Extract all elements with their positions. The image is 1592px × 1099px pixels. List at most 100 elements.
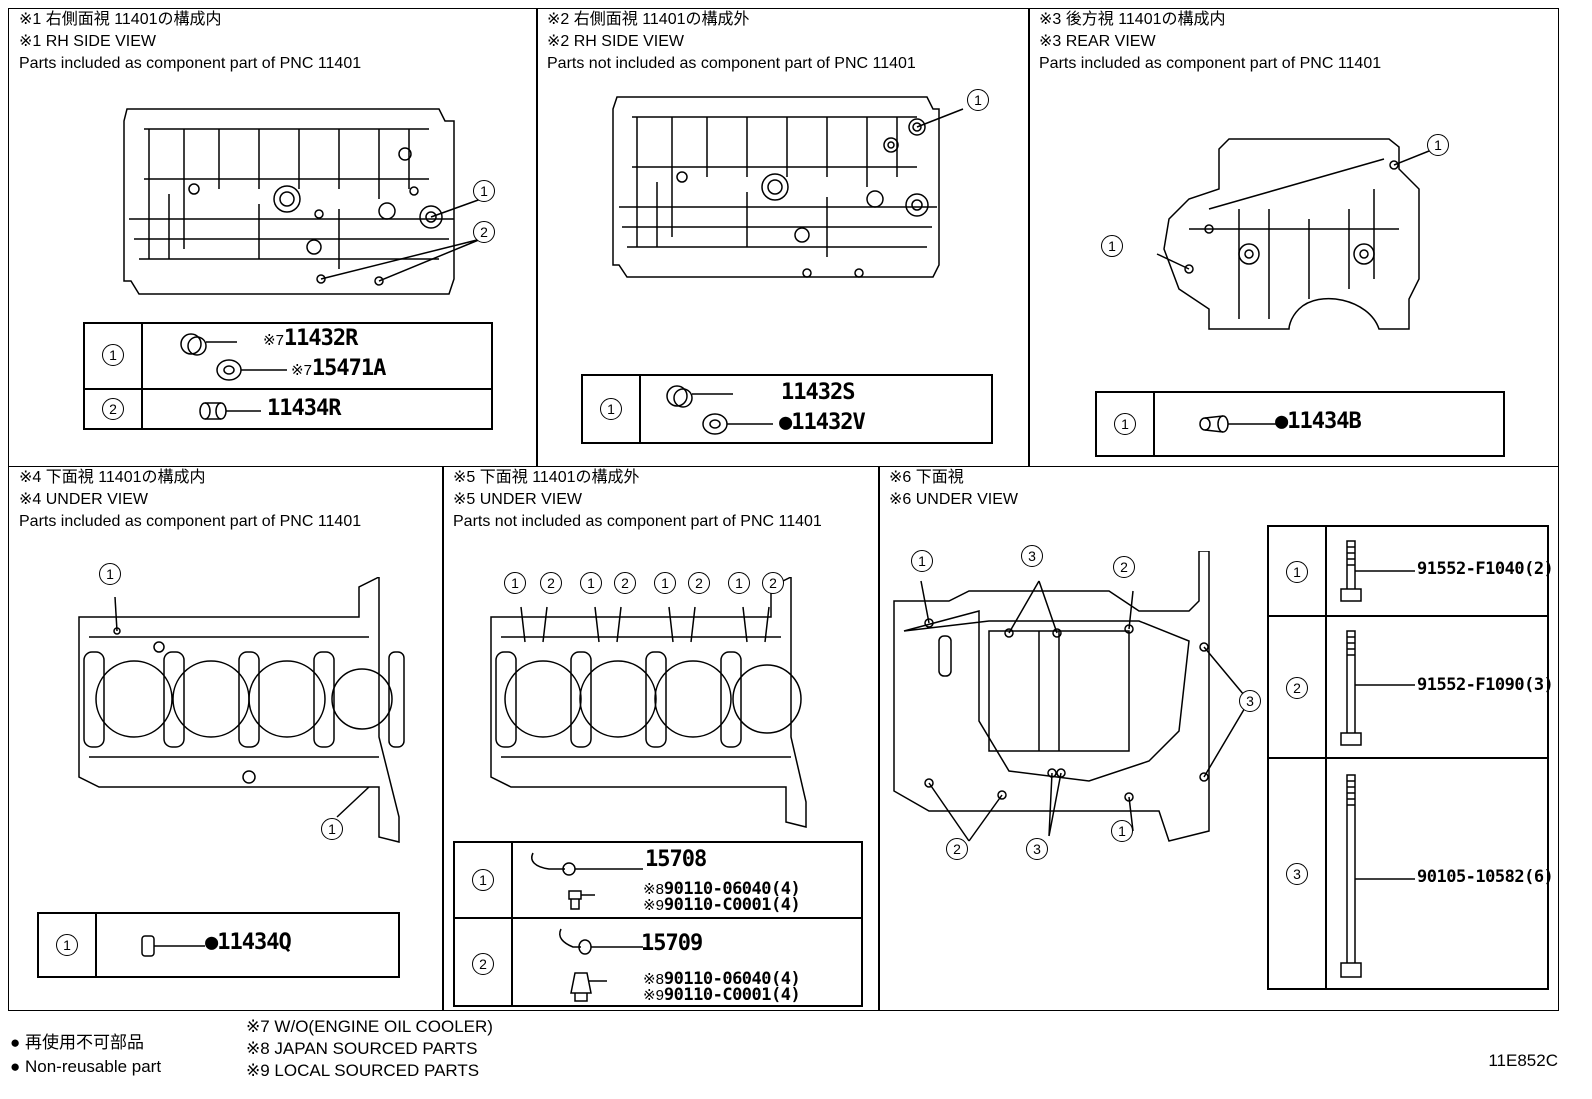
- part-number: 91552-F1090(3): [1417, 675, 1554, 695]
- row-callout-1: 1: [600, 398, 622, 420]
- row-callout-3: 3: [1286, 863, 1308, 885]
- table-row: 1 91552-F1040(2): [1269, 527, 1554, 615]
- header-en: ※5 UNDER VIEW: [453, 491, 582, 508]
- notes: ※7 W/O(ENGINE OIL COOLER) ※8 JAPAN SOURC…: [246, 1016, 493, 1082]
- row-callout-2: 2: [472, 953, 494, 975]
- panel-header: ※6 下面視 ※6 UNDER VIEW: [889, 467, 1018, 511]
- note-7: ※7 W/O(ENGINE OIL COOLER): [246, 1017, 493, 1036]
- header-jp: ※6 下面視: [889, 469, 964, 486]
- table-row: 1 11432S ●11432V: [583, 376, 991, 442]
- callout-1: 1: [1101, 235, 1123, 257]
- callout-2: 2: [1113, 556, 1135, 578]
- short-bolt-icon: [1340, 540, 1415, 602]
- medium-bolt-icon: [1340, 630, 1415, 746]
- part-number: ※711432R: [263, 326, 358, 351]
- parts-table: 1 15708 ※890110-06040(4) ※990110-C0001(4…: [453, 841, 863, 1007]
- table-row: 3 90105-10582(6): [1269, 757, 1554, 988]
- plug-icon: [666, 385, 773, 435]
- parts-table: 1 ●11434B: [1095, 391, 1505, 457]
- callout-2: 2: [614, 572, 636, 594]
- note-9: ※9 LOCAL SOURCED PARTS: [246, 1061, 480, 1080]
- header-en: ※6 UNDER VIEW: [889, 491, 1018, 508]
- engine-block-rear-drawing: [1156, 138, 1440, 330]
- callout-1: 1: [911, 550, 933, 572]
- callout-1: 1: [1427, 134, 1449, 156]
- part-number: 90105-10582(6): [1417, 867, 1554, 887]
- callout-3: 3: [1239, 690, 1261, 712]
- callout-1: 1: [580, 572, 602, 594]
- panel-rh-side-view-not-included: ※2 右側面視 11401の構成外 ※2 RH SIDE VIEW Parts …: [536, 8, 1030, 467]
- panel-header: ※4 下面視 11401の構成内 ※4 UNDER VIEW Parts inc…: [19, 467, 361, 533]
- callout-1: 1: [321, 818, 343, 840]
- callout-2: 2: [946, 838, 968, 860]
- oil-jet-icon: [559, 928, 643, 1002]
- table-row: 1 ●11434Q: [39, 914, 398, 976]
- panel-under-view-not-included: ※5 下面視 11401の構成外 ※5 UNDER VIEW Parts not…: [442, 466, 880, 1011]
- part-number: ※715471A: [291, 356, 386, 381]
- callout-2: 2: [762, 572, 784, 594]
- row-callout-1: 1: [1286, 561, 1308, 583]
- engine-block-side-drawing: [123, 108, 482, 295]
- table-row: 1 ●11434B: [1097, 393, 1503, 455]
- table-row: 1 15708 ※890110-06040(4) ※990110-C0001(4…: [455, 843, 861, 917]
- part-number: ●11434Q: [205, 930, 292, 955]
- pin-icon: [199, 402, 261, 420]
- oil-pan-under-drawing: [893, 551, 1250, 842]
- panel-header: ※1 右側面視 11401の構成内 ※1 RH SIDE VIEW Parts …: [19, 9, 361, 75]
- part-number: ※890110-06040(4): [643, 879, 801, 899]
- header-jp: ※3 後方視 11401の構成内: [1039, 11, 1226, 28]
- row-callout-2: 2: [1286, 677, 1308, 699]
- panel-header: ※3 後方視 11401の構成内 ※3 REAR VIEW Parts incl…: [1039, 9, 1381, 75]
- callout-1: 1: [504, 572, 526, 594]
- parts-table: 1 ※711432R ※715471A 2 11434R: [83, 322, 493, 430]
- header-en: ※2 RH SIDE VIEW: [547, 33, 684, 50]
- row-callout-1: 1: [102, 344, 124, 366]
- callout-1: 1: [1111, 820, 1133, 842]
- bolt-table: 1 91552-F1040(2) 2 91552-F1090(3) 3 9010…: [1267, 525, 1554, 990]
- row-callout-2: 2: [102, 398, 124, 420]
- part-number: 11432S: [781, 380, 855, 405]
- engine-block-under-drawing: [490, 577, 807, 828]
- header-jp: ※2 右側面視 11401の構成外: [547, 11, 750, 28]
- oil-jet-icon: [531, 852, 643, 910]
- header-desc: Parts not included as component part of …: [547, 55, 916, 72]
- engine-block-under-drawing: [78, 577, 405, 843]
- header-jp: ※4 下面視 11401の構成内: [19, 469, 206, 486]
- callout-3: 3: [1021, 545, 1043, 567]
- callout-1: 1: [967, 89, 989, 111]
- callout-1: 1: [473, 180, 495, 202]
- legend-jp: ● 再使用不可部品: [10, 1033, 144, 1052]
- panel-under-view-included: ※4 下面視 11401の構成内 ※4 UNDER VIEW Parts inc…: [8, 466, 444, 1011]
- callout-1: 1: [99, 563, 121, 585]
- callout-2: 2: [688, 572, 710, 594]
- header-jp: ※1 右側面視 11401の構成内: [19, 11, 222, 28]
- engine-block-side-drawing: [612, 96, 964, 278]
- header-jp: ※5 下面視 11401の構成外: [453, 469, 640, 486]
- part-number: ●11432V: [779, 410, 866, 435]
- table-row: 1 ※711432R ※715471A: [85, 324, 491, 388]
- illustration-code: 11E852C: [1488, 1051, 1558, 1070]
- part-number: 15709: [641, 931, 703, 956]
- header-en: ※3 REAR VIEW: [1039, 33, 1156, 50]
- legend: ● 再使用不可部品 ● Non-reusable part: [10, 1032, 161, 1078]
- callout-1: 1: [728, 572, 750, 594]
- table-row: 2 91552-F1090(3): [1269, 615, 1554, 757]
- part-number: ※990110-C0001(4): [643, 985, 801, 1005]
- header-en: ※4 UNDER VIEW: [19, 491, 148, 508]
- pin-icon: [1199, 415, 1279, 433]
- callout-2: 2: [540, 572, 562, 594]
- header-desc: Parts included as component part of PNC …: [19, 55, 362, 72]
- header-desc: Parts included as component part of PNC …: [1039, 55, 1382, 72]
- part-number: 11434R: [267, 396, 341, 421]
- callout-1: 1: [654, 572, 676, 594]
- panel-under-view-bolts: ※6 下面視 ※6 UNDER VIEW 1 3 2 3 2 3 1 1 915…: [878, 466, 1559, 1011]
- row-callout-1: 1: [472, 869, 494, 891]
- row-callout-1: 1: [1114, 413, 1136, 435]
- header-en: ※1 RH SIDE VIEW: [19, 33, 156, 50]
- panel-header: ※2 右側面視 11401の構成外 ※2 RH SIDE VIEW Parts …: [547, 9, 916, 75]
- legend-en: ● Non-reusable part: [10, 1057, 162, 1076]
- callout-3: 3: [1026, 838, 1048, 860]
- plug-icon: [180, 333, 287, 381]
- table-row: 2 15709 ※890110-06040(4) ※990110-C0001(4…: [455, 917, 861, 1007]
- note-8: ※8 JAPAN SOURCED PARTS: [246, 1039, 478, 1058]
